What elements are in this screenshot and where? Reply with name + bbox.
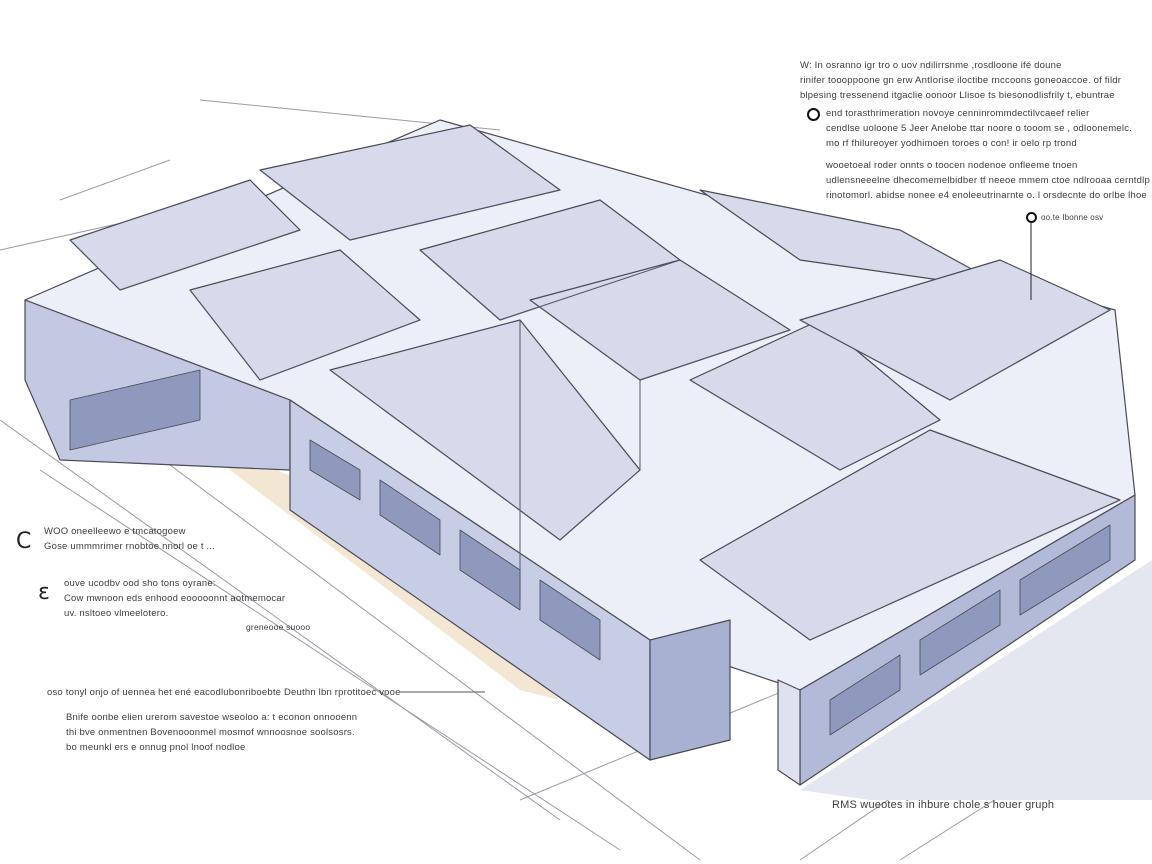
shadow: [800, 560, 1152, 800]
annotation-line: WOO oneelleewo e tmcatogoew: [44, 526, 186, 537]
annotation-top-right-1: W: In osranno igr tro o uov ndilirrsnme …: [800, 58, 1121, 103]
annotation-line: rinifer toooppoone gn erw AntIorise iloc…: [800, 75, 1122, 86]
annotation-line: ouve ucodbv ood sho tons oyrane:: [64, 578, 216, 589]
left-caption: greneooe suooo: [246, 622, 311, 632]
pin-marker-icon: [1026, 212, 1037, 223]
bottom-right-caption: RMS wueotes in ihbure chole s houer grup…: [832, 799, 1055, 811]
pillar: [777, 679, 801, 786]
annotation-line: wooetoeal roder onnts o toocen nodenoe o…: [826, 160, 1078, 171]
annotation-line: blpesing tressenend itgaclie oonoor Llis…: [800, 90, 1115, 101]
marker-c-icon: C: [16, 529, 32, 554]
marker-e-icon: ɛ: [38, 580, 50, 605]
annotation-line: bo meunkl ers e onnug pnol lnoof nodloe: [66, 742, 246, 753]
annotation-line: cendlse uoloone 5 Jeer Anelobe ttar noor…: [826, 123, 1132, 134]
annotation-line: thi bve onmentnen Bovenooonmel mosmof wn…: [66, 727, 355, 738]
bottom-left-line: oso tonyl onjo of uennea het ené eacodlu…: [47, 687, 401, 698]
annotation-line: rinotomorl. abidse nonee e4 enoleeutrina…: [826, 190, 1147, 201]
corner-block: [649, 619, 731, 761]
building: [24, 119, 1136, 786]
annotation-line: Gose ummmrimer rnobtoe nnorl oe t ...: [44, 541, 216, 552]
annotation-line: W: In osranno igr tro o uov ndilirrsnme …: [800, 60, 1062, 71]
interior-walls: [69, 169, 1121, 641]
circle-marker-icon: [807, 108, 820, 121]
annotation-left-2: ouve ucodbv ood sho tons oyrane: Cow mwn…: [64, 576, 285, 621]
pin-label: oo.te Ibonne osv: [1041, 213, 1104, 222]
courtyards: [69, 124, 1121, 641]
annotation-line: udlensneeelne dhecomemelbidber tf neeoe …: [826, 175, 1150, 186]
annotation-left-1: WOO oneelleewo e tmcatogoew Gose ummmrim…: [44, 524, 215, 554]
annotation-top-right-2: end torasthrimeration novoye cenninrommd…: [826, 106, 1132, 151]
facade-windows: [69, 369, 1111, 736]
annotation-line: Cow mwnoon eds enhood eooooonnt aotmemoc…: [64, 593, 286, 604]
annotation-line: end torasthrimeration novoye cenninrommd…: [826, 108, 1090, 119]
annotation-bottom-left: Bnife oonbe elien urerom savestoe wseolo…: [66, 710, 357, 755]
annotation-line: Bnife oonbe elien urerom savestoe wseolo…: [66, 712, 358, 723]
annotation-line: mo rf fhilureoyer yodhimoen toroes o con…: [826, 138, 1077, 149]
annotation-top-right-3: wooetoeal roder onnts o toocen nodenoe o…: [826, 158, 1150, 203]
annotation-line: uv. nsltoeo vlmeelotero.: [64, 608, 169, 619]
ground-path: [160, 420, 560, 700]
